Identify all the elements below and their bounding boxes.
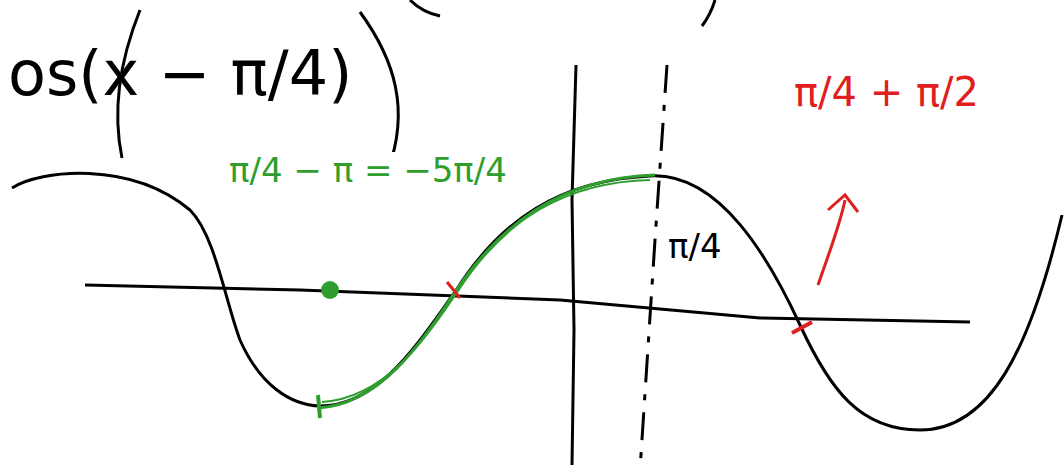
highlight-curve [322, 180, 650, 402]
pointer-arrow [818, 200, 845, 285]
zero-mark [792, 322, 812, 333]
x-axis [85, 285, 970, 322]
bracket [410, 0, 440, 16]
zero-mark [447, 282, 460, 298]
bracket [702, 0, 715, 26]
zero-label: π/4 + π/2 [790, 70, 983, 114]
bracket [360, 12, 398, 170]
dashed-line [640, 65, 667, 470]
axis-value-label: π/4 [664, 228, 726, 265]
y-axis [572, 65, 576, 465]
point-dot [321, 281, 339, 299]
function-label: os(x − π/4) [4, 40, 356, 108]
cosine-curve [12, 173, 1062, 430]
arrow-head [828, 195, 858, 212]
shift-label: π/4 − π = −5π/4 [225, 152, 511, 189]
highlight-curve [318, 175, 655, 408]
endpoint-tick [318, 395, 320, 418]
